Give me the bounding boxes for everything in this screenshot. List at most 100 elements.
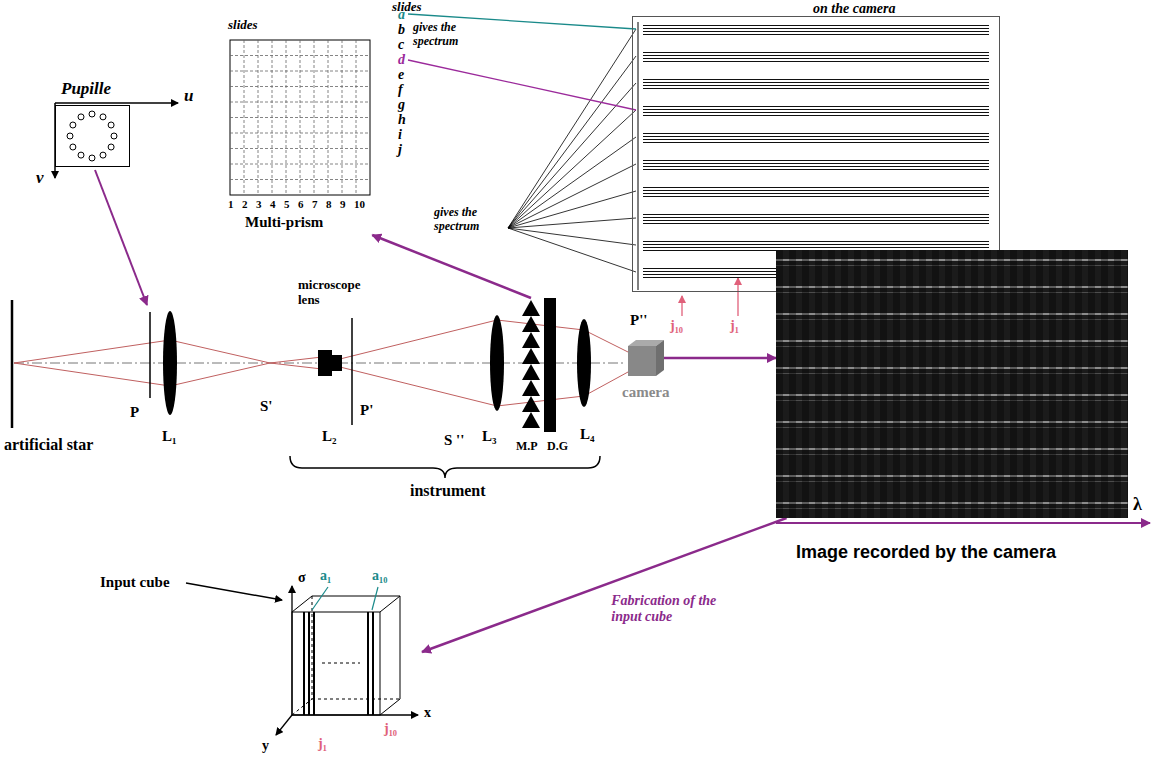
part-label: instrument xyxy=(410,482,486,500)
pupil-holes xyxy=(100,114,106,120)
instrument-brace xyxy=(290,456,600,478)
part-label: a xyxy=(398,7,405,23)
pupil-holes xyxy=(108,144,114,150)
node-heading: Pupille xyxy=(61,79,111,99)
input-cube-drawing xyxy=(312,587,328,610)
pupil-holes xyxy=(89,155,95,161)
spectrum-leaders xyxy=(508,83,636,228)
camera-part: camera xyxy=(628,340,664,376)
node-heading: Image recorded by the camera xyxy=(796,542,1056,563)
part-label: j₁ xyxy=(730,318,739,334)
pupil-holes xyxy=(78,152,84,158)
part-label: a₁ xyxy=(320,568,331,584)
part-label: y xyxy=(262,738,269,754)
optical-parts xyxy=(522,396,540,412)
pupil-box: Pupille xyxy=(55,105,130,167)
part-label: P'' xyxy=(630,312,648,329)
input-cube-drawing xyxy=(186,583,418,735)
optical-parts xyxy=(318,350,342,376)
part-label: microscope lens xyxy=(298,278,380,308)
spectrum-leaders xyxy=(508,164,636,228)
part-label: i xyxy=(398,127,402,143)
optical-parts xyxy=(149,312,151,398)
input-cube-drawing xyxy=(400,596,401,699)
part-label: 2 xyxy=(242,198,248,211)
wavelength-axis xyxy=(776,522,1150,524)
input-cube-drawing xyxy=(292,714,418,715)
pupil-pointer xyxy=(95,170,147,305)
part-label: j xyxy=(398,142,402,158)
spectrum-leaders xyxy=(508,110,636,228)
multi-prism-part: M.P xyxy=(520,298,542,432)
part-label: L₂ xyxy=(322,428,337,445)
part-label: 8 xyxy=(326,198,332,211)
camera-cube xyxy=(628,340,664,376)
input-cube-drawing xyxy=(380,699,400,715)
spectrum-leaders xyxy=(508,137,636,228)
spectrum-leaders xyxy=(508,218,636,228)
node-text: Multi-prism xyxy=(245,214,323,231)
camera-cube xyxy=(628,346,656,376)
part-label: x xyxy=(424,705,431,721)
part-label: gives the spectrum xyxy=(434,206,504,234)
optical-parts xyxy=(12,298,591,432)
pupil-holes xyxy=(78,114,84,120)
input-cube-drawing xyxy=(308,612,310,715)
optical-parts xyxy=(522,348,540,364)
input-cube-drawing xyxy=(312,699,400,700)
input-cube-drawing xyxy=(380,596,400,612)
optical-parts xyxy=(577,319,591,407)
part-label: u xyxy=(184,86,193,106)
pupil-pointer xyxy=(95,170,147,305)
optical-parts xyxy=(522,364,540,380)
node-heading: camera xyxy=(622,384,669,401)
slide-grid xyxy=(230,40,370,195)
pupil-axes xyxy=(55,102,178,104)
pupil-holes xyxy=(89,111,95,117)
node-heading: on the camera xyxy=(813,1,895,17)
part-label: artificial star xyxy=(4,436,93,454)
flow-arrow xyxy=(664,357,776,360)
light-rays xyxy=(14,320,628,406)
input-cube-drawing xyxy=(312,596,400,597)
spectrum-leaders xyxy=(508,228,636,272)
optical-parts xyxy=(163,311,177,415)
part-label: σ xyxy=(298,570,306,586)
flow-arrow xyxy=(372,235,531,298)
part-label: 1 xyxy=(228,198,234,211)
part-label: S '' xyxy=(444,432,464,449)
input-cube-box: Input cube xyxy=(286,580,422,740)
optical-parts xyxy=(522,316,540,332)
pupil-axes xyxy=(55,103,178,178)
part-label: v xyxy=(36,168,44,188)
optical-parts xyxy=(522,332,540,348)
pupil-holes xyxy=(108,122,114,128)
wavelength-axis xyxy=(776,523,1150,524)
part-label: λ xyxy=(1133,494,1142,515)
part-label: a₁₀ xyxy=(372,568,387,584)
part-label: 6 xyxy=(298,198,304,211)
recorded-image: Image recorded by the camera xyxy=(776,250,1128,518)
node-heading: slides xyxy=(228,18,258,33)
part-label: b xyxy=(398,22,405,38)
optical-parts xyxy=(351,318,353,425)
pupil-holes xyxy=(67,111,117,161)
input-cube-drawing xyxy=(292,596,312,612)
part-label: 3 xyxy=(256,198,262,211)
part-label: 4 xyxy=(270,198,276,211)
part-label: P' xyxy=(360,402,373,419)
pupil-holes xyxy=(70,144,76,150)
spectrum-leaders xyxy=(508,191,636,228)
part-label: 7 xyxy=(312,198,318,211)
part-label: L₁ xyxy=(162,428,177,445)
part-label: S' xyxy=(260,398,273,415)
part-label: D.G xyxy=(547,440,568,454)
edge-label: Fabrication of the input cube xyxy=(609,593,731,625)
part-label: P xyxy=(130,404,139,421)
input-cube-drawing xyxy=(367,612,369,715)
part-label: e xyxy=(398,67,404,83)
input-cube-drawing xyxy=(312,596,313,699)
slide-grid xyxy=(230,40,370,195)
input-cube-drawing xyxy=(313,612,315,715)
part-label: j₁₀ xyxy=(384,721,397,737)
